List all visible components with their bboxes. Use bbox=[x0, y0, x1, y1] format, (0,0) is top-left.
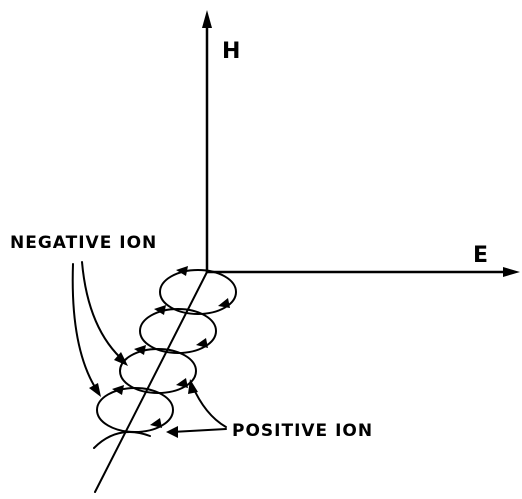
loop-arrow-2 bbox=[218, 298, 230, 308]
e-axis bbox=[205, 267, 520, 277]
drift-line bbox=[94, 271, 208, 493]
ion-loop-partial bbox=[93, 431, 151, 449]
e-axis-label: E bbox=[473, 243, 489, 268]
ion-loop-4 bbox=[96, 387, 174, 433]
loop-arrow-4 bbox=[196, 338, 208, 348]
negative-ion-arrowhead-1 bbox=[114, 352, 128, 366]
h-axis-label: H bbox=[222, 39, 241, 64]
loop-arrow-6 bbox=[176, 378, 188, 388]
loop-arrow-7 bbox=[112, 385, 124, 395]
loop-arrow-5 bbox=[134, 345, 146, 355]
negative-ion-label: NEGATIVE ION bbox=[10, 233, 157, 253]
positive-ion-arrowhead-1 bbox=[188, 379, 198, 394]
loop-arrow-1 bbox=[176, 266, 188, 276]
h-axis bbox=[202, 10, 212, 274]
loop-direction-arrows bbox=[112, 266, 230, 428]
ion-loops bbox=[93, 269, 237, 449]
negative-ion-leaders bbox=[71, 261, 128, 397]
loop-arrow-3 bbox=[154, 305, 166, 315]
negative-ion-arrowhead-2 bbox=[89, 383, 101, 397]
h-axis-arrowhead bbox=[202, 10, 212, 28]
ion-loop-1 bbox=[159, 269, 237, 315]
positive-ion-leaders bbox=[166, 379, 227, 438]
loop-arrow-8 bbox=[150, 418, 162, 428]
positive-ion-label: POSITIVE ION bbox=[232, 421, 373, 441]
positive-ion-arrowhead-2 bbox=[166, 426, 178, 438]
e-axis-arrowhead bbox=[503, 267, 520, 277]
